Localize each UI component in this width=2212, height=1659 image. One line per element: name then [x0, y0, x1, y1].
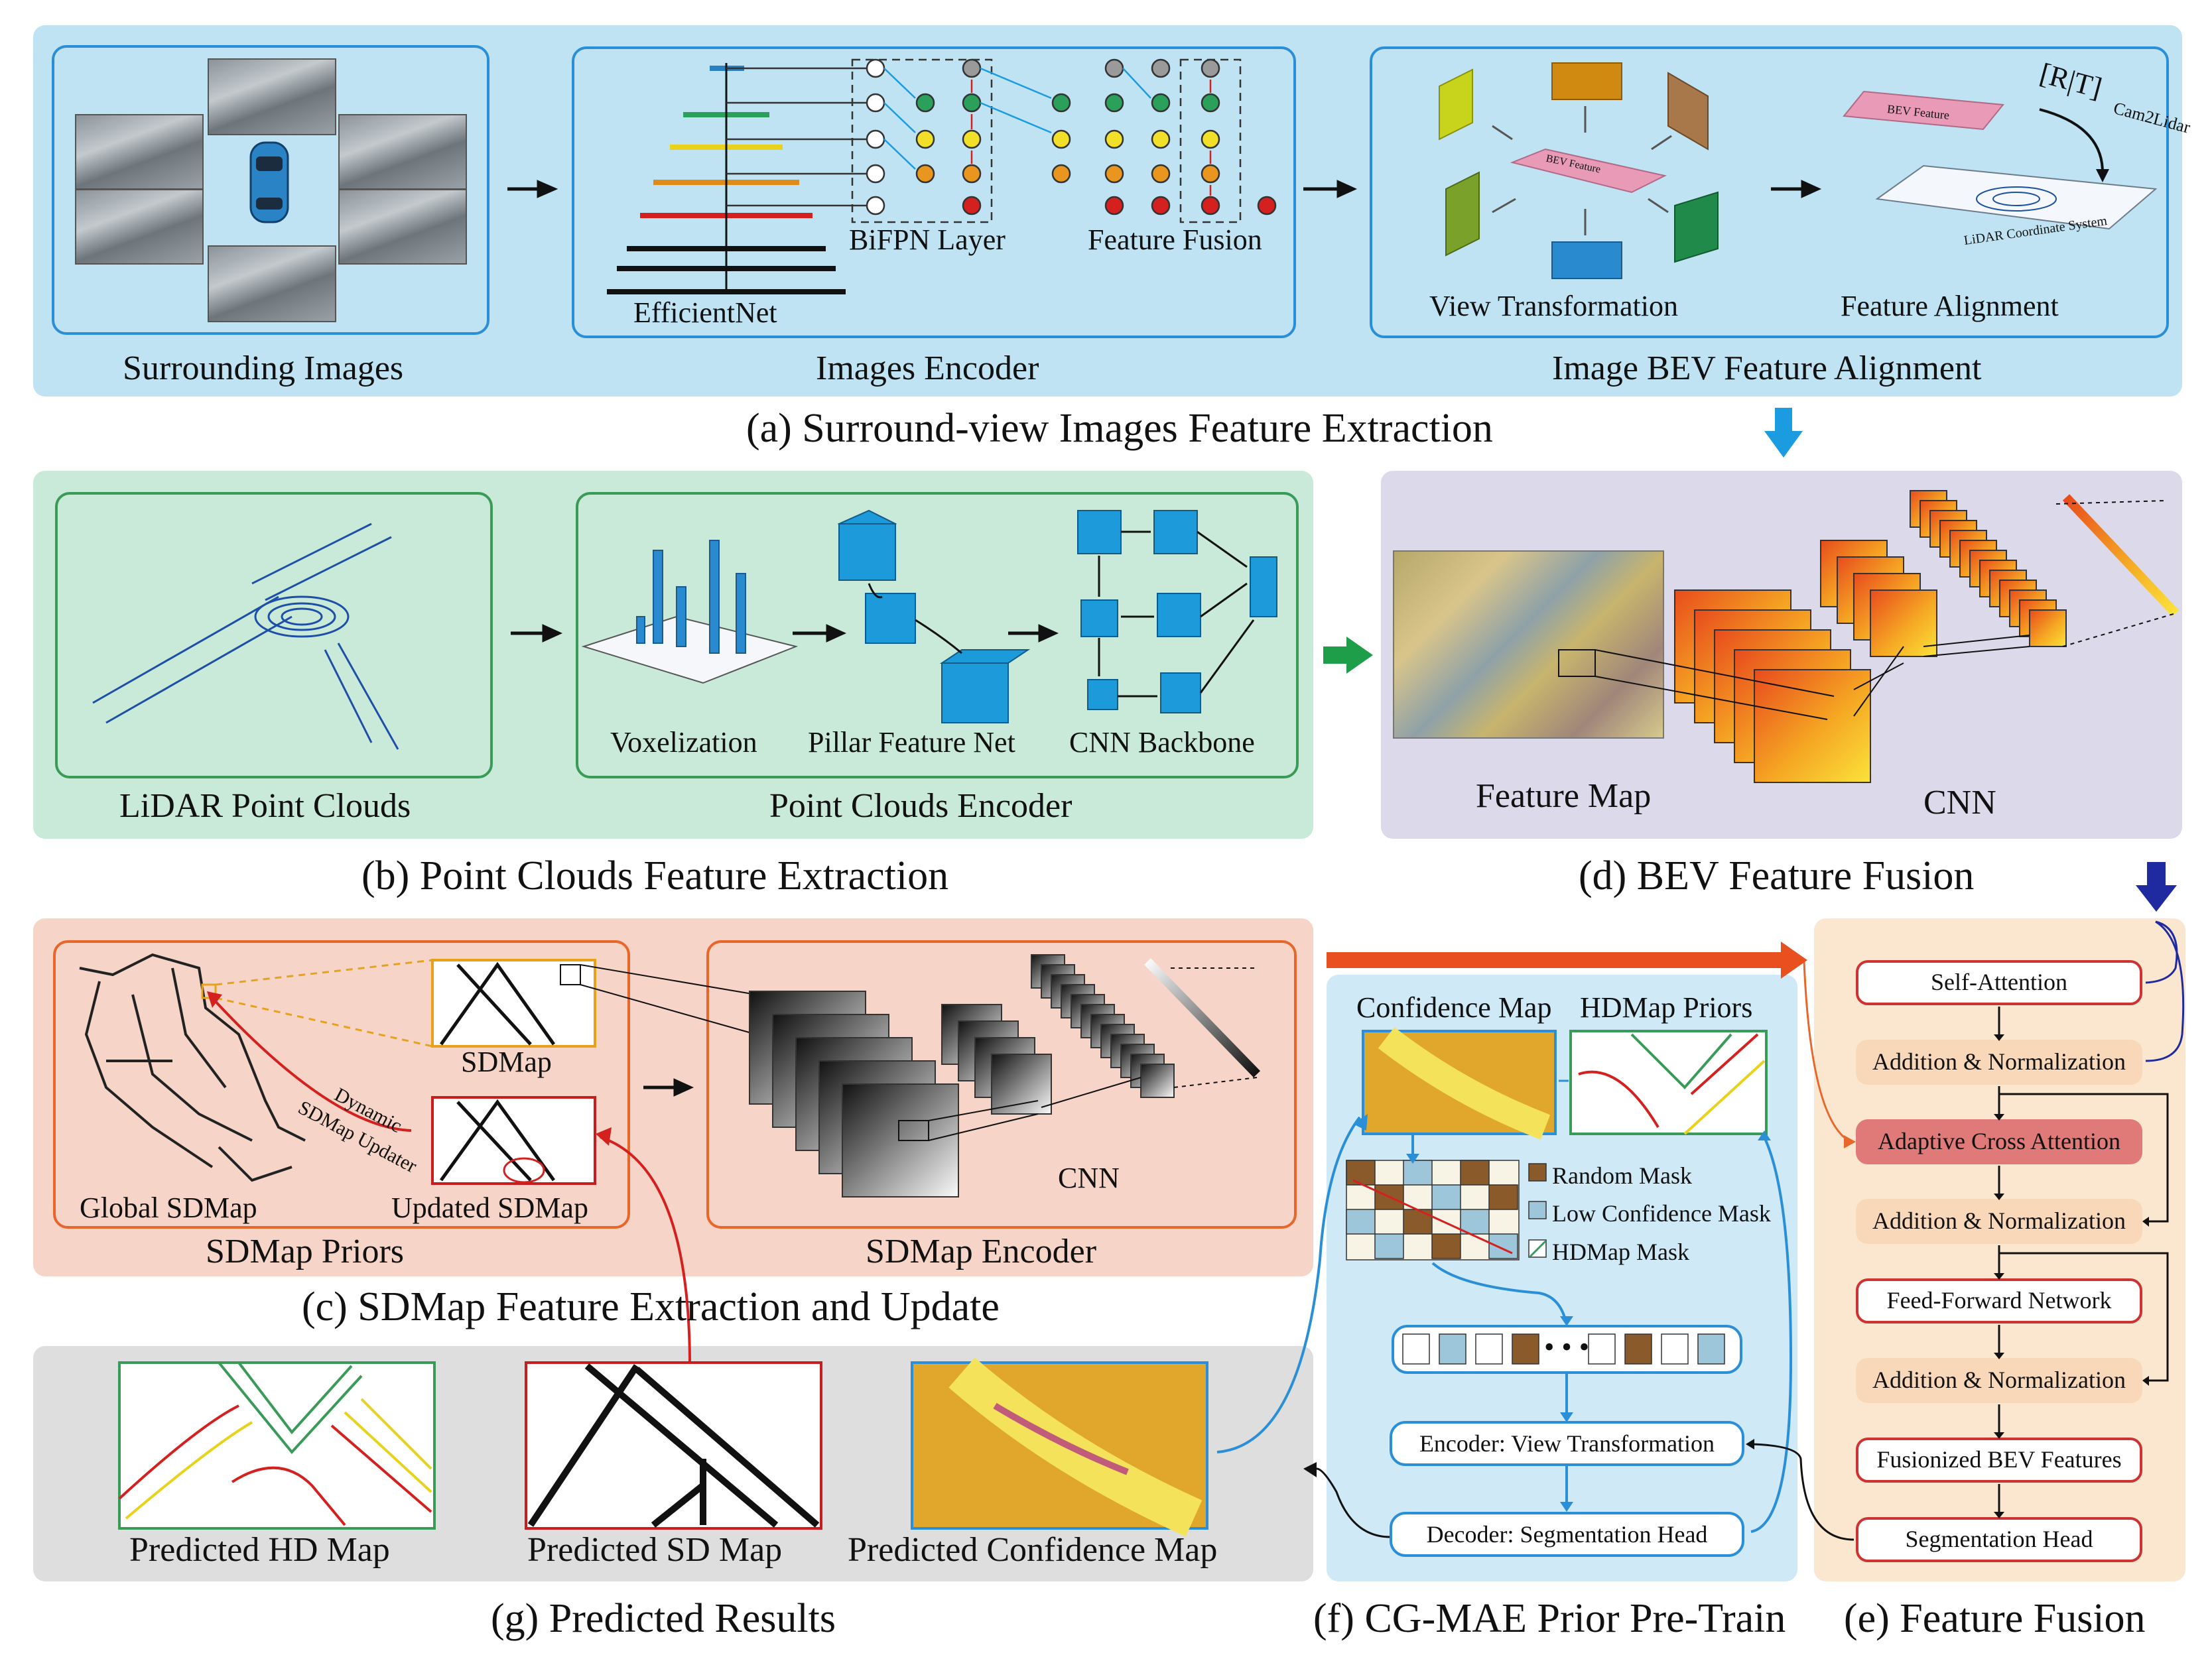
voxelization-label: Voxelization — [610, 726, 757, 759]
feature-fusion-label: Feature Fusion — [1088, 223, 1262, 256]
camera-image-back-left — [75, 189, 204, 265]
sdmap-priors-box — [53, 940, 630, 1229]
sdmap-priors-title: SDMap Priors — [206, 1233, 405, 1270]
camera-image-front-left — [75, 114, 204, 190]
pillar-feature-net-label: Pillar Feature Net — [808, 726, 1015, 759]
feature-map-label: Feature Map — [1476, 777, 1652, 815]
camera-image-front — [208, 58, 336, 135]
add-norm-3-block: Addition & Normalization — [1856, 1358, 2142, 1403]
low-confidence-mask-label: Low Confidence Mask — [1552, 1200, 1771, 1227]
caption-g: (g) Predicted Results — [491, 1596, 836, 1641]
bev-alignment-box — [1370, 46, 2169, 338]
sdmap-cnn-label: CNN — [1058, 1162, 1120, 1194]
feature-alignment-label: Feature Alignment — [1841, 290, 2059, 322]
efficientnet-label: EfficientNet — [633, 296, 777, 329]
bev-cnn-label: CNN — [1923, 784, 1996, 822]
caption-c: (c) SDMap Feature Extraction and Update — [302, 1284, 1000, 1329]
camera-image-back-right — [338, 189, 467, 265]
feature-map-image — [1393, 550, 1664, 739]
sdmap-label: SDMap — [461, 1046, 552, 1078]
point-clouds-encoder-title: Point Clouds Encoder — [769, 787, 1073, 825]
sdmap-encoder-title: SDMap Encoder — [866, 1233, 1097, 1270]
view-transformation-label: View Transformation — [1429, 290, 1679, 322]
navy-down-arrow — [2136, 862, 2177, 912]
green-right-arrow — [1323, 637, 1373, 674]
surrounding-images-title: Surrounding Images — [123, 349, 404, 387]
caption-a: (a) Surround-view Images Feature Extract… — [746, 406, 1493, 451]
hdmap-mask-label: HDMap Mask — [1552, 1239, 1689, 1265]
hdmap-priors-label: HDMap Priors — [1580, 991, 1753, 1024]
predicted-hd-label: Predicted HD Map — [129, 1531, 390, 1569]
point-clouds-encoder-box — [576, 492, 1299, 778]
images-encoder-box — [572, 46, 1296, 338]
adaptive-cross-attention-block: Adaptive Cross Attention — [1856, 1119, 2142, 1164]
caption-f: (f) CG-MAE Prior Pre-Train — [1313, 1596, 1786, 1641]
confidence-map-label: Confidence Map — [1356, 991, 1552, 1024]
lidar-point-clouds-title: LiDAR Point Clouds — [119, 787, 411, 825]
self-attention-block: Self-Attention — [1856, 960, 2142, 1005]
predicted-sd-label: Predicted SD Map — [527, 1531, 783, 1569]
random-mask-label: Random Mask — [1552, 1162, 1692, 1189]
cnn-backbone-label: CNN Backbone — [1069, 726, 1255, 759]
add-norm-2-block: Addition & Normalization — [1856, 1199, 2142, 1244]
global-sdmap-label: Global SDMap — [80, 1192, 257, 1224]
orange-right-arrow — [1327, 942, 1807, 979]
bifpn-layer-label: BiFPN Layer — [849, 223, 1006, 256]
lidar-box — [55, 492, 493, 778]
caption-b: (b) Point Clouds Feature Extraction — [361, 853, 949, 898]
blue-down-arrow — [1764, 408, 1803, 458]
surrounding-images-box — [52, 45, 489, 335]
encoder-view-transformation: Encoder: View Transformation — [1390, 1421, 1744, 1466]
caption-e: (e) Feature Fusion — [1844, 1596, 2146, 1641]
segmentation-head-block: Segmentation Head — [1856, 1517, 2142, 1562]
decoder-segmentation-head: Decoder: Segmentation Head — [1390, 1512, 1744, 1557]
updated-sdmap-label: Updated SDMap — [391, 1192, 588, 1224]
mask-ellipsis: • • • — [1544, 1331, 1590, 1363]
add-norm-1-block: Addition & Normalization — [1856, 1040, 2142, 1085]
sdmap-encoder-box — [706, 940, 1297, 1229]
bev-alignment-title: Image BEV Feature Alignment — [1552, 349, 1982, 387]
camera-image-front-right — [338, 114, 467, 190]
predicted-confidence-label: Predicted Confidence Map — [848, 1531, 1218, 1569]
camera-image-back — [208, 245, 336, 322]
images-encoder-title: Images Encoder — [816, 349, 1039, 387]
caption-d: (d) BEV Feature Fusion — [1579, 853, 1975, 898]
panel-sdmap — [33, 918, 1313, 1276]
